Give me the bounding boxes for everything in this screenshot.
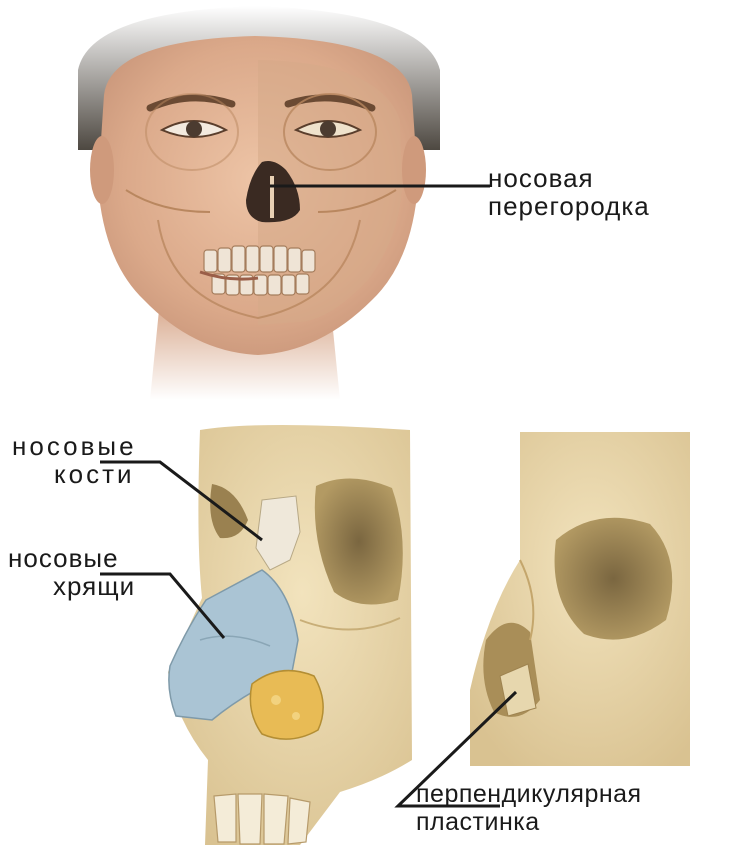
label-nasal-bones: носовые кости	[12, 432, 137, 488]
label-nasal-bones-line2: кости	[12, 460, 137, 488]
label-perpendicular-plate-line1: перпендикулярная	[416, 780, 642, 808]
label-perpendicular-plate-line2: пластинка	[416, 808, 642, 836]
skull-lateral-illustration	[470, 432, 690, 766]
label-nasal-cartilages-line2: хрящи	[8, 572, 135, 600]
label-perpendicular-plate: перпендикулярная пластинка	[416, 780, 642, 836]
label-nasal-septum-line1: носовая	[488, 164, 650, 192]
head-illustration	[78, 6, 440, 400]
label-nasal-cartilages-line1: носовые	[8, 544, 135, 572]
label-nasal-bones-line1: носовые	[12, 432, 137, 460]
label-nasal-cartilages: носовые хрящи	[8, 544, 135, 600]
label-nasal-septum: носовая перегородка	[488, 164, 650, 220]
label-nasal-septum-line2: перегородка	[488, 192, 650, 220]
skull-front-illustration	[168, 425, 412, 845]
